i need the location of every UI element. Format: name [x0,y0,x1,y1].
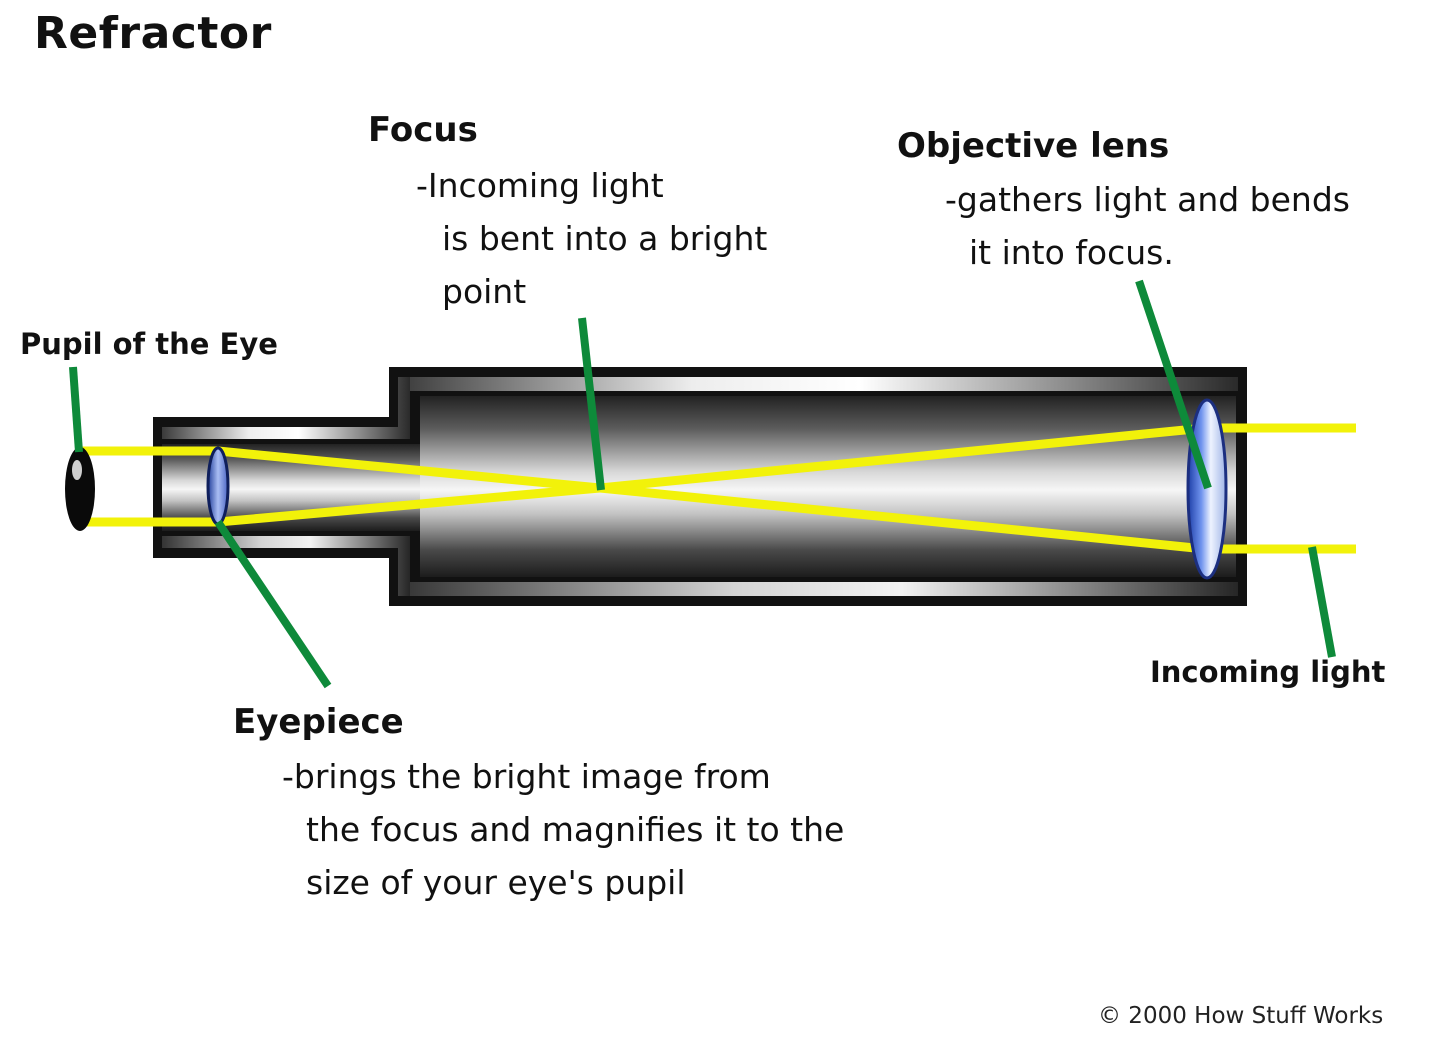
eyepiece-lens [206,446,230,526]
tube-interior [162,396,1236,577]
copyright-notice: © 2000 How Stuff Works [1098,1003,1384,1029]
eye-pupil-highlight [72,460,82,480]
incoming-leader-line [1308,546,1336,658]
eyepiece-desc-line: -brings the bright image from [282,757,771,796]
objective-lens-description: -gathers light and bends it into focus. [945,173,1350,279]
focus-desc-line: point [442,272,527,311]
focus-leader-line [578,317,605,491]
step-rim-top [162,377,410,439]
lenses [65,398,1228,580]
leader-lines [69,279,1336,689]
converging-ray-top [599,423,1206,493]
eyepiece-heading: Eyepiece [233,702,404,742]
objective-desc-line: -gathers light and bends [945,180,1350,219]
eyepiece-desc-line: the focus and magnifies it to the [306,810,845,849]
focus-desc-line: is bent into a bright [442,219,768,258]
objective-leader-line [1135,279,1212,490]
pupil-label: Pupil of the Eye [20,327,278,361]
step-rim-bottom [162,536,410,596]
objective-lens [1186,398,1228,580]
focus-label: Focus [368,110,478,150]
objective-desc-line: it into focus. [969,233,1174,272]
light-rays [82,423,1356,554]
main-tube-bottom-rim [398,582,1238,596]
eyepiece-leader-line [214,519,332,689]
incoming-light-label: Incoming light [1150,655,1386,689]
focus-desc-line: -Incoming light [416,166,664,205]
eyepiece-desc-line: size of your eye's pupil [306,863,686,902]
focus-description: -Incoming light is bent into a bright po… [416,159,767,318]
eyepiece-description: -brings the bright image from the focus … [282,750,844,909]
diverging-ray-bottom [217,483,601,527]
diagram-title: Refractor [34,8,272,59]
focus-heading: Focus [368,110,478,150]
diverging-ray-top [217,446,601,493]
main-tube-top-rim [398,377,1238,391]
eye-pupil [65,447,95,531]
converging-ray-bottom [599,483,1206,554]
pupil-leader-line [69,366,83,453]
telescope-body [153,367,1247,606]
objective-lens-heading: Objective lens [897,126,1170,166]
